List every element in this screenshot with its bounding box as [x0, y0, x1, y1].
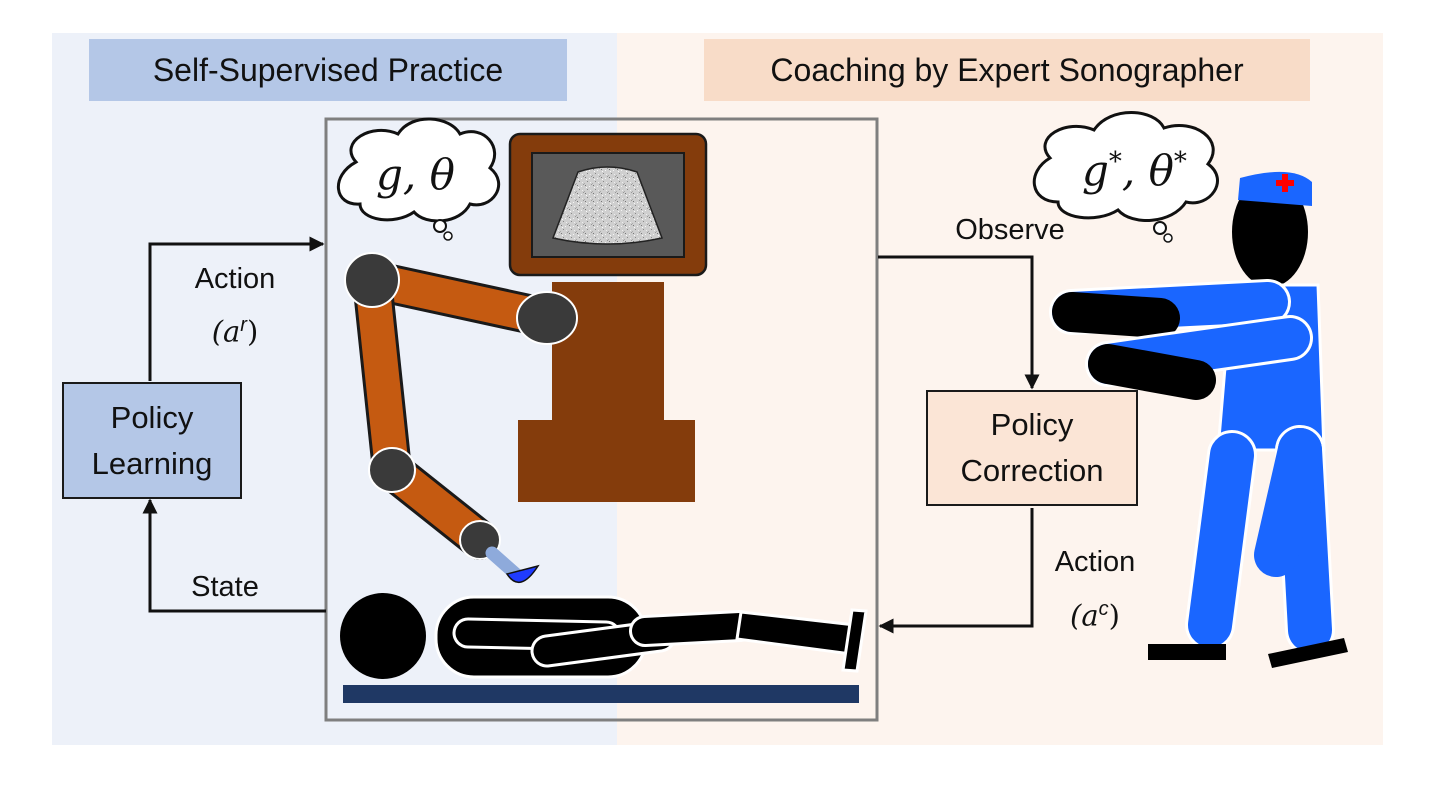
policy-learning-line-1: Policy [110, 399, 194, 435]
thought-cloud-icon [337, 117, 501, 241]
scene-frame [324, 117, 879, 722]
robot-arm-icon [344, 252, 578, 560]
action-robot-label: Action [194, 263, 276, 295]
arrow-action-robot [148, 236, 325, 381]
observe-label: Observe [955, 214, 1065, 246]
header-coaching-text: Coaching by Expert Sonographer [770, 51, 1244, 88]
arrow-state [142, 498, 326, 613]
policy-learning-line-2: Learning [91, 445, 213, 481]
action-coach-label: Action [1054, 546, 1136, 578]
policy-correction-line-2: Correction [960, 453, 1104, 488]
expert-thought-text: g*, θ* [1082, 146, 1187, 195]
ultrasound-probe-icon [485, 546, 540, 583]
arrow-action-coach [878, 508, 1034, 634]
action-robot-symbol: (ar) [211, 314, 259, 349]
header-self-supervised: Self-Supervised Practice [89, 39, 567, 101]
header-self-supervised-text: Self-Supervised Practice [152, 51, 504, 88]
patient-icon [340, 593, 868, 679]
bed [343, 685, 859, 703]
state-label: State [191, 571, 259, 603]
action-coach-symbol: (ac) [1070, 598, 1120, 633]
expert-thought-cloud-icon [1032, 111, 1219, 243]
arrow-observe [878, 255, 1040, 390]
header-coaching: Coaching by Expert Sonographer [704, 39, 1310, 101]
policy-correction-box: Policy Correction [926, 390, 1138, 506]
policy-correction-line-1: Policy [990, 407, 1074, 442]
policy-learning-box: Policy Learning [62, 382, 242, 499]
robot-thought-text: g, θ [376, 150, 455, 199]
sonographer-icon [1049, 171, 1348, 668]
